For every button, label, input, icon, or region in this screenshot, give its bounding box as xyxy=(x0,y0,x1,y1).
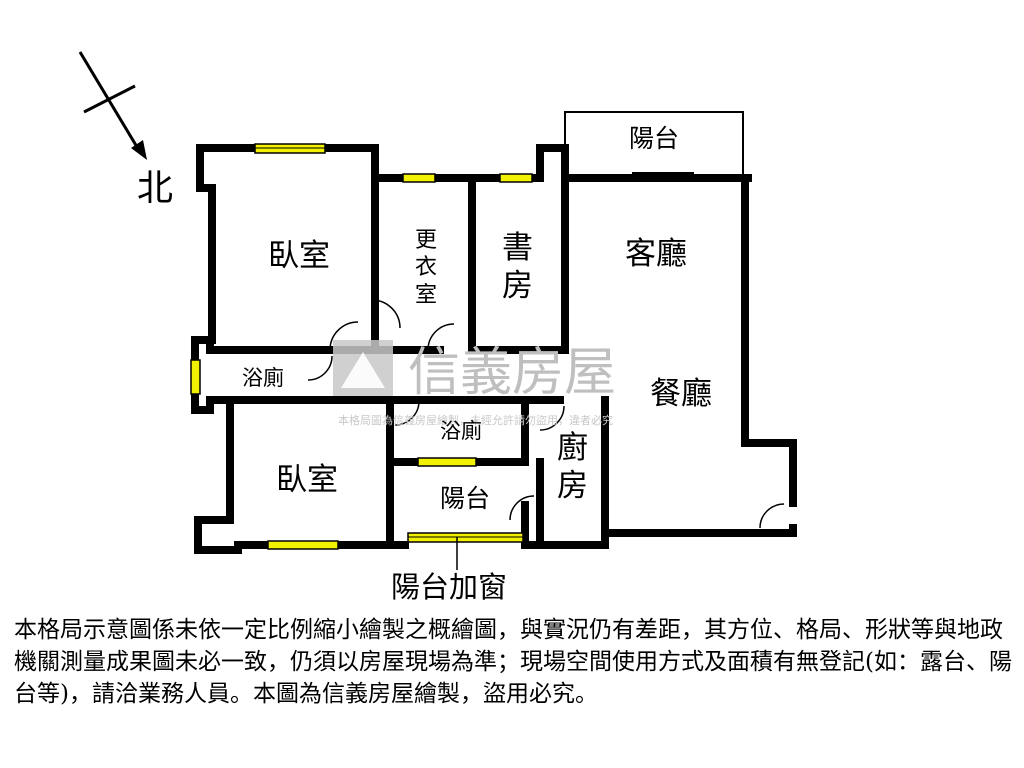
room-dining: 餐廳 xyxy=(650,376,712,412)
room-living: 客廳 xyxy=(625,236,687,272)
callout-balcony-window: 陽台加窗 xyxy=(391,570,507,604)
room-bedroom-second: 臥室 xyxy=(276,462,338,498)
compass-label: 北 xyxy=(137,168,173,209)
room-kitchen-line1: 廚 xyxy=(557,430,588,466)
room-closet-line3: 室 xyxy=(415,283,437,308)
watermark-logo-text: 信義房屋 xyxy=(408,343,616,403)
room-bedroom-main: 臥室 xyxy=(268,238,330,274)
room-closet-line2: 衣 xyxy=(415,255,437,280)
watermark: 信義房屋 本格局圖為信義房屋繪製，未經允許請勿盜用，違者必究 xyxy=(333,340,616,427)
room-balcony-top: 陽台 xyxy=(629,124,679,153)
floor-plan: 北 xyxy=(78,51,797,604)
room-bathroom-center: 浴廁 xyxy=(440,419,482,443)
doors xyxy=(307,299,785,529)
room-closet-line1: 更 xyxy=(415,228,437,253)
disclaimer-text: 本格局示意圖係未依一定比例縮小繪製之概繪圖，與實況仍有差距，其方位、格局、形狀等… xyxy=(14,617,1012,707)
room-balcony-bottom: 陽台 xyxy=(440,484,490,513)
room-study-line2: 房 xyxy=(502,268,533,304)
north-arrow-icon xyxy=(78,51,147,160)
windows xyxy=(190,143,533,570)
room-kitchen-line2: 房 xyxy=(557,468,588,504)
room-bathroom-left: 浴廁 xyxy=(242,366,284,390)
balcony-rail xyxy=(564,111,744,179)
room-study-line1: 書 xyxy=(502,230,533,266)
watermark-subtext: 本格局圖為信義房屋繪製，未經允許請勿盜用，違者必究 xyxy=(338,413,613,427)
